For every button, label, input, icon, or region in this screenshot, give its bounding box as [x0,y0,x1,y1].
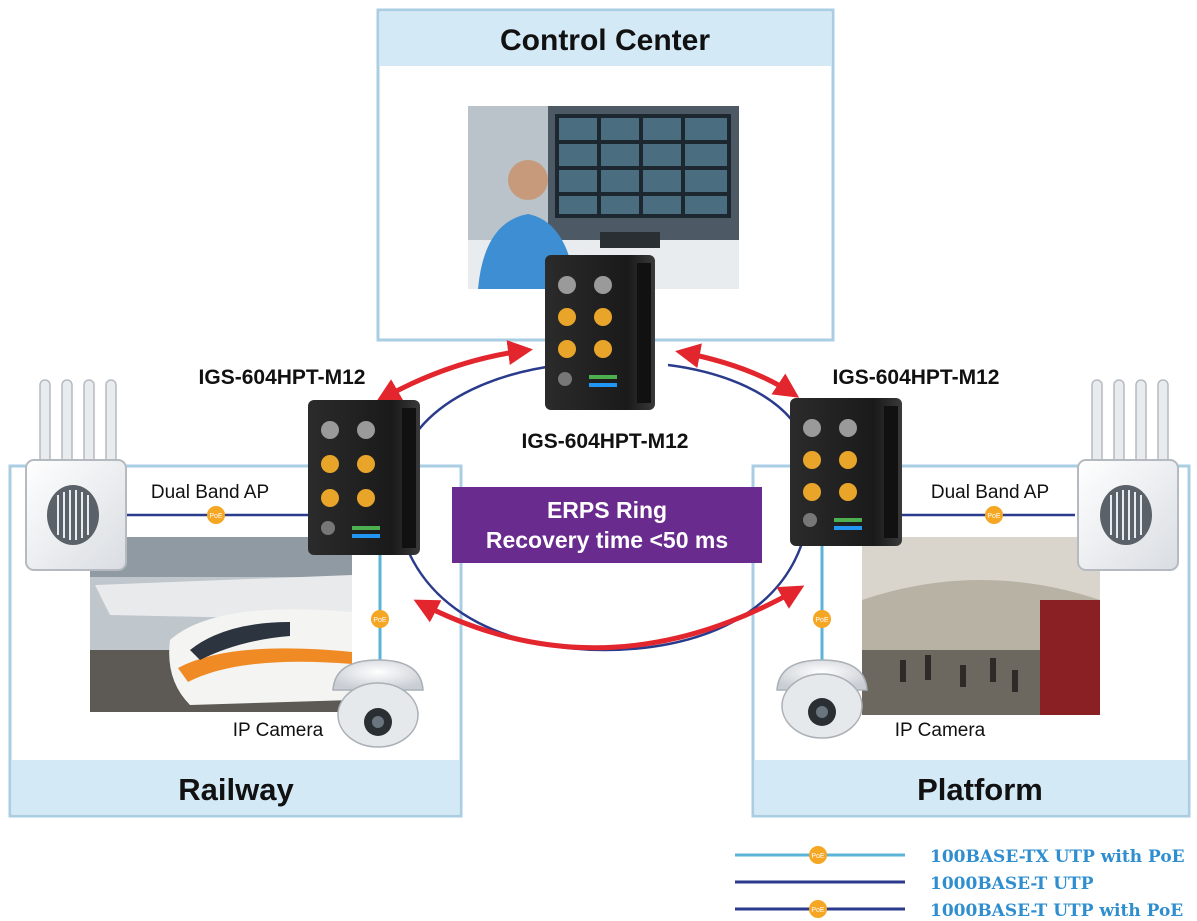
legend-item-1000base-t-poe: PoE 1000BASE-T UTP with PoE [735,900,1183,921]
svg-text:PoE: PoE [811,853,825,860]
ring-arrow-left [375,340,533,403]
dual-band-ap-label-right: Dual Band AP [931,482,1049,503]
erps-ring-title: ERPS Ring [547,497,667,523]
ip-camera-label-left: IP Camera [233,720,324,741]
railway-title: Railway [178,772,294,807]
legend-label: 1000BASE-T UTP with PoE [930,901,1183,921]
switch-right-icon [790,398,902,546]
switch-label-left: IGS-604HPT-M12 [199,366,366,389]
legend: PoE 100BASE-TX UTP with PoE 1000BASE-T U… [735,846,1185,921]
ip-camera-right-icon [776,659,868,739]
ip-camera-label-right: IP Camera [895,720,986,741]
dual-band-ap-label-left: Dual Band AP [151,482,269,503]
legend-item-100base-tx-poe: PoE 100BASE-TX UTP with PoE [735,846,1185,867]
switch-label-right: IGS-604HPT-M12 [833,366,1000,389]
legend-label: 1000BASE-T UTP [930,874,1094,894]
ring-arrow-bottom [413,585,805,651]
legend-item-1000base-t: 1000BASE-T UTP [735,874,1094,894]
train-photo [90,537,352,712]
legend-label: 100BASE-TX UTP with PoE [930,847,1185,867]
switch-label-center: IGS-604HPT-M12 [522,430,689,453]
platform-photo [862,537,1100,715]
control-center-title: Control Center [500,24,710,57]
ip-camera-left-icon [332,659,424,748]
switch-center-icon [545,255,655,410]
poe-badge: PoE [985,506,1003,524]
svg-text:PoE: PoE [209,513,223,520]
platform-title: Platform [917,772,1043,807]
control-center-panel: Control Center [376,8,835,342]
poe-badge: PoE [371,610,389,628]
switch-left-icon [308,400,420,555]
control-room-photo [468,106,739,289]
ring-arrow-right [675,343,800,398]
svg-text:PoE: PoE [987,513,1001,520]
poe-badge: PoE [813,610,831,628]
access-point-right-icon [1077,379,1179,571]
svg-text:PoE: PoE [815,617,829,624]
erps-ring-box: ERPS Ring Recovery time <50 ms [452,487,762,563]
poe-badge: PoE [207,506,225,524]
erps-recovery-time: Recovery time <50 ms [486,527,728,553]
svg-text:PoE: PoE [373,617,387,624]
access-point-left-icon [25,379,127,571]
svg-text:PoE: PoE [811,907,825,914]
